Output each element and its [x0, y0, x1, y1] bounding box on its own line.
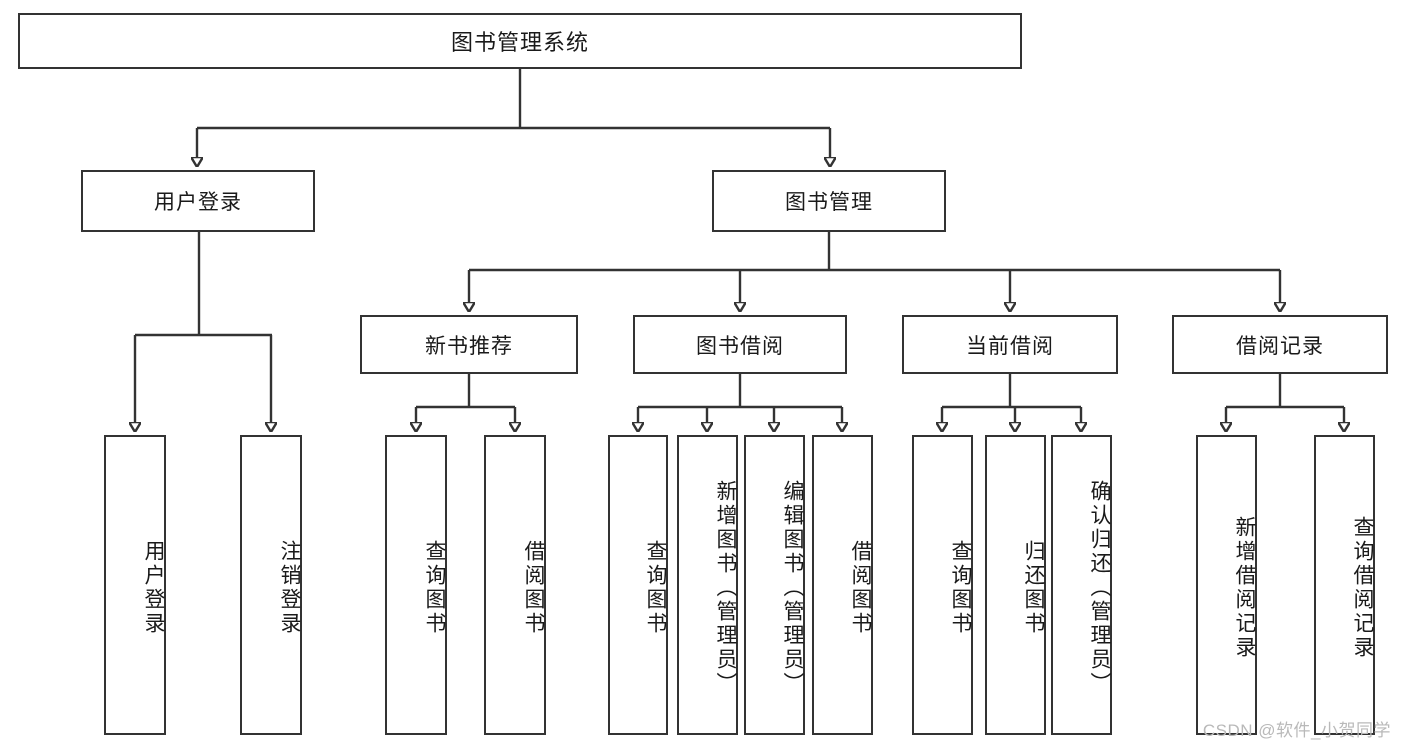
node-leaf-borrow-book-2[interactable]: 借阅图书	[812, 435, 873, 735]
node-leaf-add-record-label: 新增借阅记录	[1233, 516, 1256, 660]
node-leaf-query-record[interactable]: 查询借阅记录	[1314, 435, 1375, 735]
node-leaf-user-login[interactable]: 用户登录	[104, 435, 166, 735]
node-root[interactable]: 图书管理系统	[18, 13, 1022, 69]
node-leaf-user-login-label: 用户登录	[142, 540, 165, 636]
watermark-text: CSDN @软件_小贺同学	[1202, 721, 1391, 740]
node-leaf-edit-book[interactable]: 编辑图书（管理员）	[744, 435, 805, 735]
node-leaf-add-book-label: 新增图书（管理员）	[714, 480, 737, 696]
node-leaf-borrow-book-2-label: 借阅图书	[849, 540, 872, 636]
node-leaf-query-book-2-label: 查询图书	[644, 540, 667, 636]
node-leaf-return-book-label: 归还图书	[1022, 540, 1045, 636]
node-leaf-query-book-2[interactable]: 查询图书	[608, 435, 668, 735]
node-leaf-query-book-3[interactable]: 查询图书	[912, 435, 973, 735]
node-leaf-add-book[interactable]: 新增图书（管理员）	[677, 435, 738, 735]
node-leaf-query-book-1[interactable]: 查询图书	[385, 435, 447, 735]
node-leaf-return-book[interactable]: 归还图书	[985, 435, 1046, 735]
node-new-book-recommend-label: 新书推荐	[425, 334, 513, 358]
node-leaf-query-book-1-label: 查询图书	[423, 540, 446, 636]
node-current-borrow[interactable]: 当前借阅	[902, 315, 1118, 374]
node-leaf-confirm-return[interactable]: 确认归还（管理员）	[1051, 435, 1112, 735]
node-leaf-logout[interactable]: 注销登录	[240, 435, 302, 735]
node-leaf-borrow-book-1-label: 借阅图书	[522, 540, 545, 636]
node-root-label: 图书管理系统	[450, 30, 589, 55]
node-current-borrow-label: 当前借阅	[966, 334, 1054, 358]
node-leaf-query-book-3-label: 查询图书	[949, 540, 972, 636]
node-book-manage[interactable]: 图书管理	[712, 170, 946, 232]
node-leaf-query-record-label: 查询借阅记录	[1351, 516, 1374, 660]
node-leaf-add-record[interactable]: 新增借阅记录	[1196, 435, 1257, 735]
node-borrow-record[interactable]: 借阅记录	[1172, 315, 1388, 374]
node-user-login[interactable]: 用户登录	[81, 170, 315, 232]
node-book-borrow-label: 图书借阅	[696, 334, 784, 358]
node-leaf-edit-book-label: 编辑图书（管理员）	[781, 480, 804, 696]
node-user-login-label: 用户登录	[154, 191, 242, 214]
node-new-book-recommend[interactable]: 新书推荐	[360, 315, 578, 374]
node-leaf-confirm-return-label: 确认归还（管理员）	[1088, 480, 1111, 696]
node-leaf-borrow-book-1[interactable]: 借阅图书	[484, 435, 546, 735]
node-borrow-record-label: 借阅记录	[1236, 334, 1324, 358]
node-book-borrow[interactable]: 图书借阅	[633, 315, 847, 374]
node-book-manage-label: 图书管理	[785, 191, 873, 214]
node-leaf-logout-label: 注销登录	[278, 540, 301, 636]
